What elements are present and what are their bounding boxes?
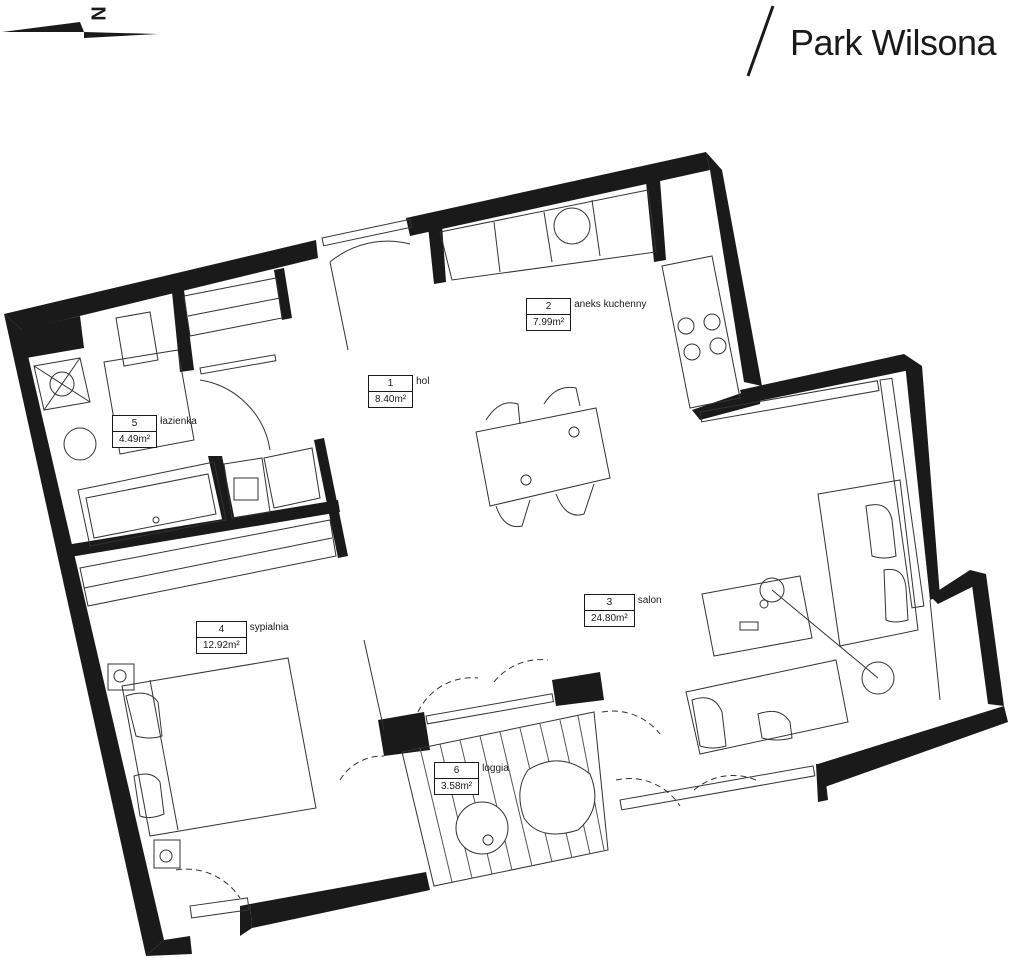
room-number: 3 xyxy=(585,595,634,611)
room-label-hol: 1 8.40m² hol xyxy=(368,375,429,408)
brand-slash xyxy=(746,5,775,77)
room-number: 6 xyxy=(435,763,479,779)
brand-name: Park Wilsona xyxy=(790,22,997,63)
room-label-aneks-kuchenny: 2 7.99m² aneks kuchenny xyxy=(526,298,646,331)
room-area: 4.49m² xyxy=(119,434,151,445)
room-label-sypialnia: 4 12.92m² sypialnia xyxy=(196,621,289,654)
room-name: aneks kuchenny xyxy=(574,299,647,310)
room-number: 2 xyxy=(527,299,571,315)
room-name: sypialnia xyxy=(249,622,289,633)
room-number: 1 xyxy=(369,376,413,392)
room-name: hol xyxy=(416,376,430,387)
north-arrow-icon xyxy=(2,22,158,38)
walls xyxy=(4,152,1008,956)
room-name: łazienka xyxy=(160,416,197,427)
room-area: 24.80m² xyxy=(591,613,628,624)
room-number: 5 xyxy=(113,416,157,432)
room-label-salon: 3 24.80m² salon xyxy=(584,594,662,627)
room-area: 8.40m² xyxy=(375,394,407,405)
room-name: loggia xyxy=(482,763,509,774)
north-label: N xyxy=(88,6,111,21)
room-area: 7.99m² xyxy=(533,317,565,328)
room-name: salon xyxy=(637,595,662,606)
room-number: 4 xyxy=(197,622,246,638)
room-area: 12.92m² xyxy=(203,640,240,651)
room-label-lazienka: 5 4.49m² łazienka xyxy=(112,415,197,448)
room-label-loggia: 6 3.58m² loggia xyxy=(434,762,509,795)
room-area: 3.58m² xyxy=(441,781,473,792)
furniture xyxy=(33,189,941,919)
